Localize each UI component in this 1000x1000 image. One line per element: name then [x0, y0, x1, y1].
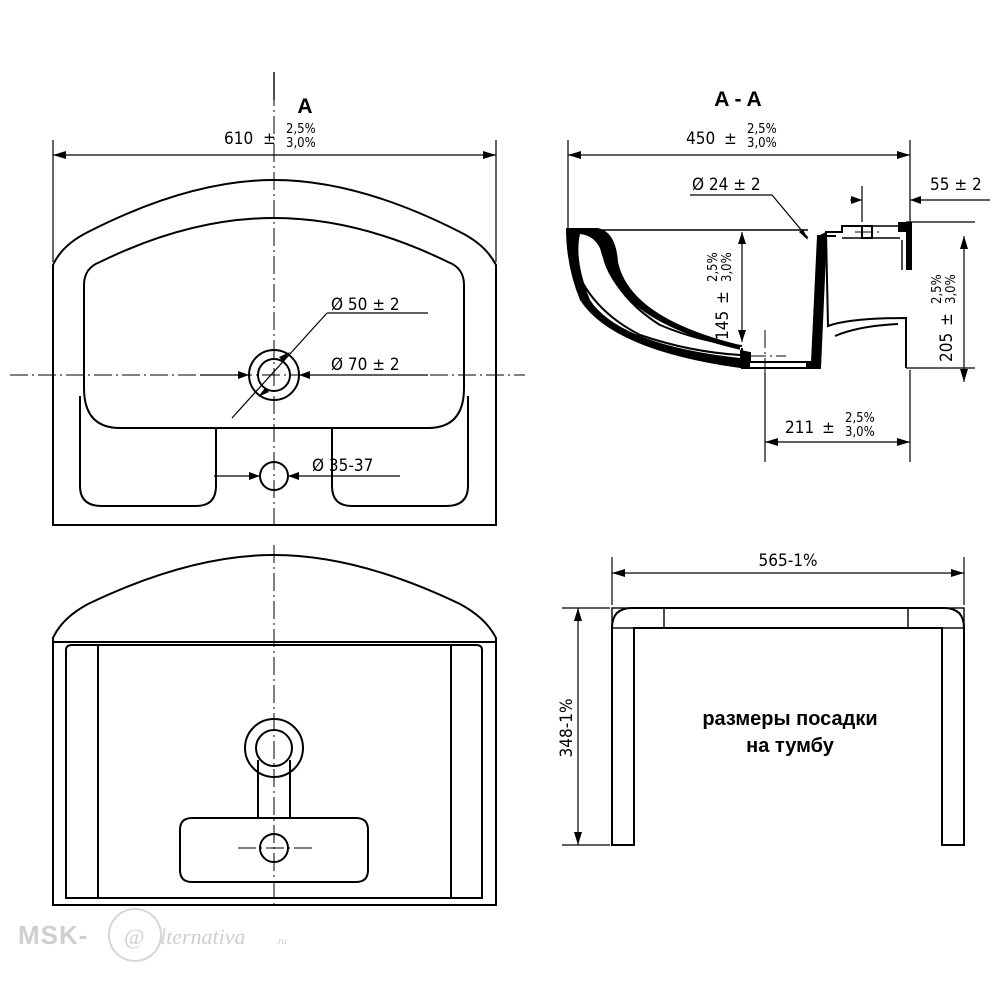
- mount-note-line2: на тумбу: [746, 735, 835, 757]
- left-pocket: [79, 396, 217, 507]
- svg-text:3,0%: 3,0%: [944, 274, 959, 304]
- hole-35-label: Ø 35-37: [312, 456, 373, 476]
- mount-depth-label: 348-1%: [557, 699, 577, 758]
- svg-text:@: @: [124, 924, 144, 949]
- svg-text:2,5%: 2,5%: [747, 122, 777, 137]
- svg-text:±: ±: [713, 291, 733, 304]
- svg-text:2,5%: 2,5%: [286, 122, 316, 137]
- svg-text:lternativa: lternativa: [160, 924, 246, 949]
- pipe-label: Ø 24 ± 2: [692, 175, 761, 195]
- svg-text:211: 211: [785, 418, 814, 438]
- total-height-label: 205 ± 2,5% 3,0%: [930, 274, 959, 362]
- offset-label: 55 ± 2: [930, 175, 982, 195]
- mounting-diagram: 565-1% 348-1% размеры посадки на тумбу: [557, 551, 965, 846]
- svg-text:205: 205: [937, 333, 957, 362]
- drain-dimension-label: 211 ± 2,5% 3,0%: [785, 411, 875, 440]
- right-pocket: [331, 396, 469, 507]
- svg-text:.ru: .ru: [276, 936, 287, 946]
- svg-text:2,5%: 2,5%: [930, 274, 945, 304]
- svg-text:3,0%: 3,0%: [845, 425, 875, 440]
- svg-text:2,5%: 2,5%: [845, 411, 875, 426]
- mount-width-label: 565-1%: [759, 551, 818, 571]
- bowl-shell: [566, 228, 750, 368]
- svg-text:450: 450: [686, 129, 715, 149]
- svg-text:±: ±: [822, 418, 835, 438]
- svg-text:3,0%: 3,0%: [720, 252, 735, 282]
- bowl-height-label: 145 ± 2,5% 3,0%: [706, 252, 735, 340]
- section-aa: A - A 450 ± 2,5% 3,0% Ø 24 ± 2 55 ± 2 14…: [566, 88, 990, 462]
- hole-50-label: Ø 50 ± 2: [331, 295, 400, 315]
- svg-text:3,0%: 3,0%: [747, 136, 777, 151]
- hole-70-label: Ø 70 ± 2: [331, 355, 400, 375]
- svg-text:610: 610: [224, 129, 253, 149]
- top-view: A 610 ± 2,5% 3,0% Ø 50 ± 2 Ø 70 ± 2 Ø 35…: [10, 72, 525, 530]
- svg-text:±: ±: [263, 129, 276, 149]
- svg-text:±: ±: [937, 313, 957, 326]
- section-title: A - A: [714, 88, 761, 111]
- svg-text:±: ±: [724, 129, 737, 149]
- bottom-view: [52, 545, 497, 906]
- back-plate: [898, 222, 912, 270]
- drain-body: [741, 225, 863, 369]
- svg-text:2,5%: 2,5%: [706, 252, 721, 282]
- mount-note-line1: размеры посадки: [702, 708, 877, 730]
- leader-50: [231, 312, 328, 419]
- depth-dimension-label: 450 ± 2,5% 3,0%: [686, 122, 777, 151]
- width-dimension-label: 610 ± 2,5% 3,0%: [224, 122, 316, 151]
- view-a-title: A: [297, 95, 312, 118]
- svg-text:MSK-: MSK-: [18, 920, 88, 950]
- svg-text:145: 145: [713, 311, 733, 340]
- bottom-view-frame: [65, 644, 483, 899]
- cabinet-outline: [611, 607, 965, 846]
- watermark-logo: MSK- @ lternativa .ru: [18, 908, 287, 962]
- mounting-pad: [179, 817, 369, 883]
- tap-hole-inner: [257, 358, 291, 392]
- svg-text:3,0%: 3,0%: [286, 136, 316, 151]
